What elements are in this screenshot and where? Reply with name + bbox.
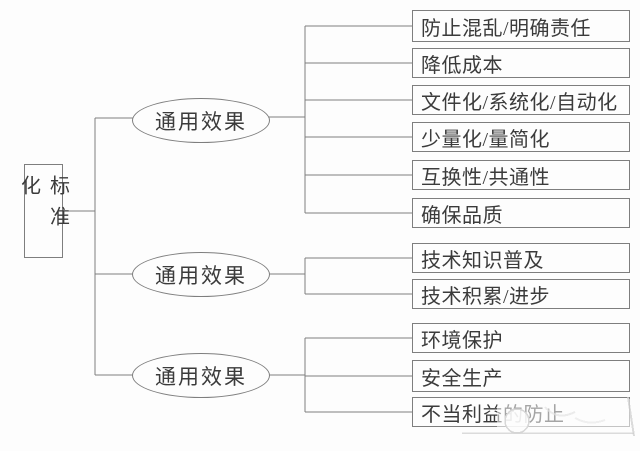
item-box-reduce-cost: 降低成本	[412, 48, 630, 78]
item-box-safety: 安全生产	[412, 360, 630, 392]
item-box-minimization: 少量化/量简化	[412, 122, 630, 152]
root-node-standardization: 标准化	[18, 164, 69, 258]
effect-node-2: 通用效果	[132, 252, 270, 297]
item-box-knowledge-spread: 技术知识普及	[412, 243, 630, 273]
item-box-improper-benefit: 不当利益的防止	[412, 397, 630, 427]
effect-node-3: 通用效果	[132, 353, 270, 398]
item-box-prevent-confusion: 防止混乱/明确责任	[412, 10, 630, 42]
item-box-interchangeability: 互换性/共通性	[412, 160, 630, 190]
item-box-environment: 环境保护	[412, 323, 630, 353]
item-box-tech-accumulation: 技术积累/进步	[412, 279, 630, 309]
item-box-documentation: 文件化/系统化/自动化	[412, 85, 630, 115]
effect-node-1: 通用效果	[132, 98, 270, 143]
item-box-quality-assurance: 确保品质	[412, 198, 630, 228]
